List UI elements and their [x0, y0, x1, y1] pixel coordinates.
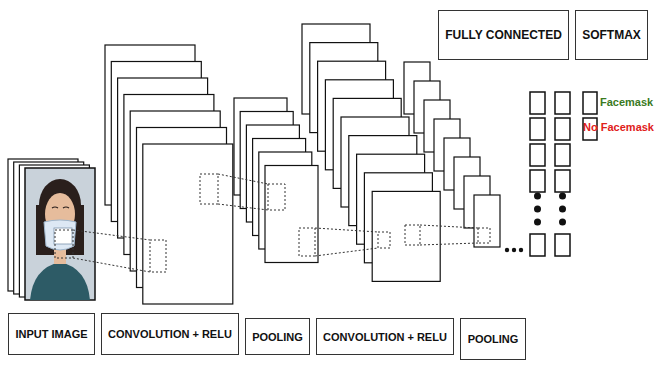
stage-label-box: CONVOLUTION + RELU	[316, 318, 454, 355]
ellipsis-dot	[534, 193, 541, 200]
projection-line	[73, 258, 150, 272]
stage-label: POOLING	[468, 333, 519, 345]
neuron	[530, 170, 545, 192]
ellipsis-dot	[512, 248, 516, 252]
ellipsis-dot	[505, 248, 509, 252]
class-label: No Facemask	[583, 121, 654, 133]
neuron	[555, 118, 570, 140]
stage-label: POOLING	[252, 331, 303, 343]
receptive-field	[478, 228, 490, 243]
ellipsis-dot	[519, 248, 523, 252]
neuron	[555, 234, 570, 256]
receptive-field	[405, 225, 420, 245]
neuron	[530, 118, 545, 140]
neuron	[555, 144, 570, 166]
stage-label-box: POOLING	[460, 318, 526, 360]
receptive-field	[268, 184, 285, 210]
receptive-field	[378, 232, 390, 248]
neuron	[530, 234, 545, 256]
stage-label: CONVOLUTION + RELU	[108, 328, 232, 340]
layer-label-box: SOFTMAX	[575, 10, 648, 60]
stage-label: FULLY CONNECTED	[445, 28, 562, 42]
softmax-output	[583, 92, 597, 114]
projection-line	[218, 174, 268, 184]
neuron	[530, 144, 545, 166]
projection-line	[315, 228, 378, 232]
projection-line	[420, 243, 478, 245]
receptive-field	[55, 230, 73, 258]
receptive-field	[299, 228, 315, 256]
feature-map	[372, 191, 440, 281]
feature-map	[143, 144, 233, 304]
stage-label-box: POOLING	[245, 318, 310, 355]
feature-map	[474, 195, 500, 247]
stage-label: INPUT IMAGE	[15, 328, 87, 340]
ellipsis-dot	[559, 193, 566, 200]
receptive-field	[200, 174, 218, 204]
ellipsis-dot	[534, 219, 541, 226]
neuron	[555, 92, 570, 114]
ellipsis-dot	[559, 219, 566, 226]
stage-label: SOFTMAX	[582, 28, 641, 42]
ellipsis-dot	[534, 206, 541, 213]
neuron	[555, 170, 570, 192]
neuron	[530, 92, 545, 114]
receptive-field	[150, 240, 166, 272]
class-label: Facemask	[600, 96, 653, 108]
projection-line	[218, 204, 268, 210]
projection-line	[315, 248, 378, 256]
ellipsis-dot	[559, 206, 566, 213]
feature-map	[265, 166, 318, 263]
projection-line	[73, 230, 150, 240]
stage-label: CONVOLUTION + RELU	[323, 331, 447, 343]
stage-label-box: CONVOLUTION + RELU	[101, 313, 239, 355]
stage-label-box: INPUT IMAGE	[8, 313, 95, 355]
projection-line	[420, 225, 478, 228]
layer-label-box: FULLY CONNECTED	[438, 10, 569, 60]
input-photo	[25, 168, 95, 300]
